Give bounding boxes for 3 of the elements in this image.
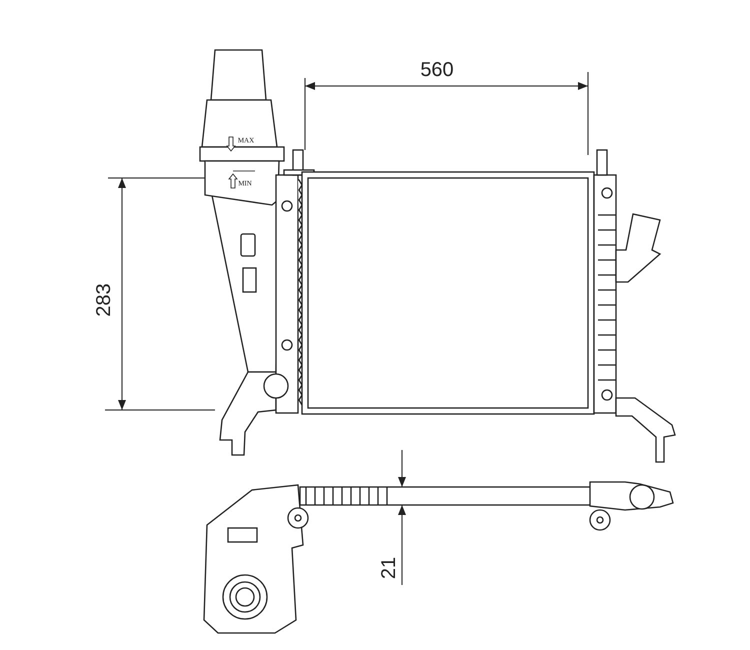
dimension-value: 21 (379, 556, 399, 580)
dimension-value: 560 (420, 60, 454, 80)
dimension-value: 283 (94, 283, 114, 317)
